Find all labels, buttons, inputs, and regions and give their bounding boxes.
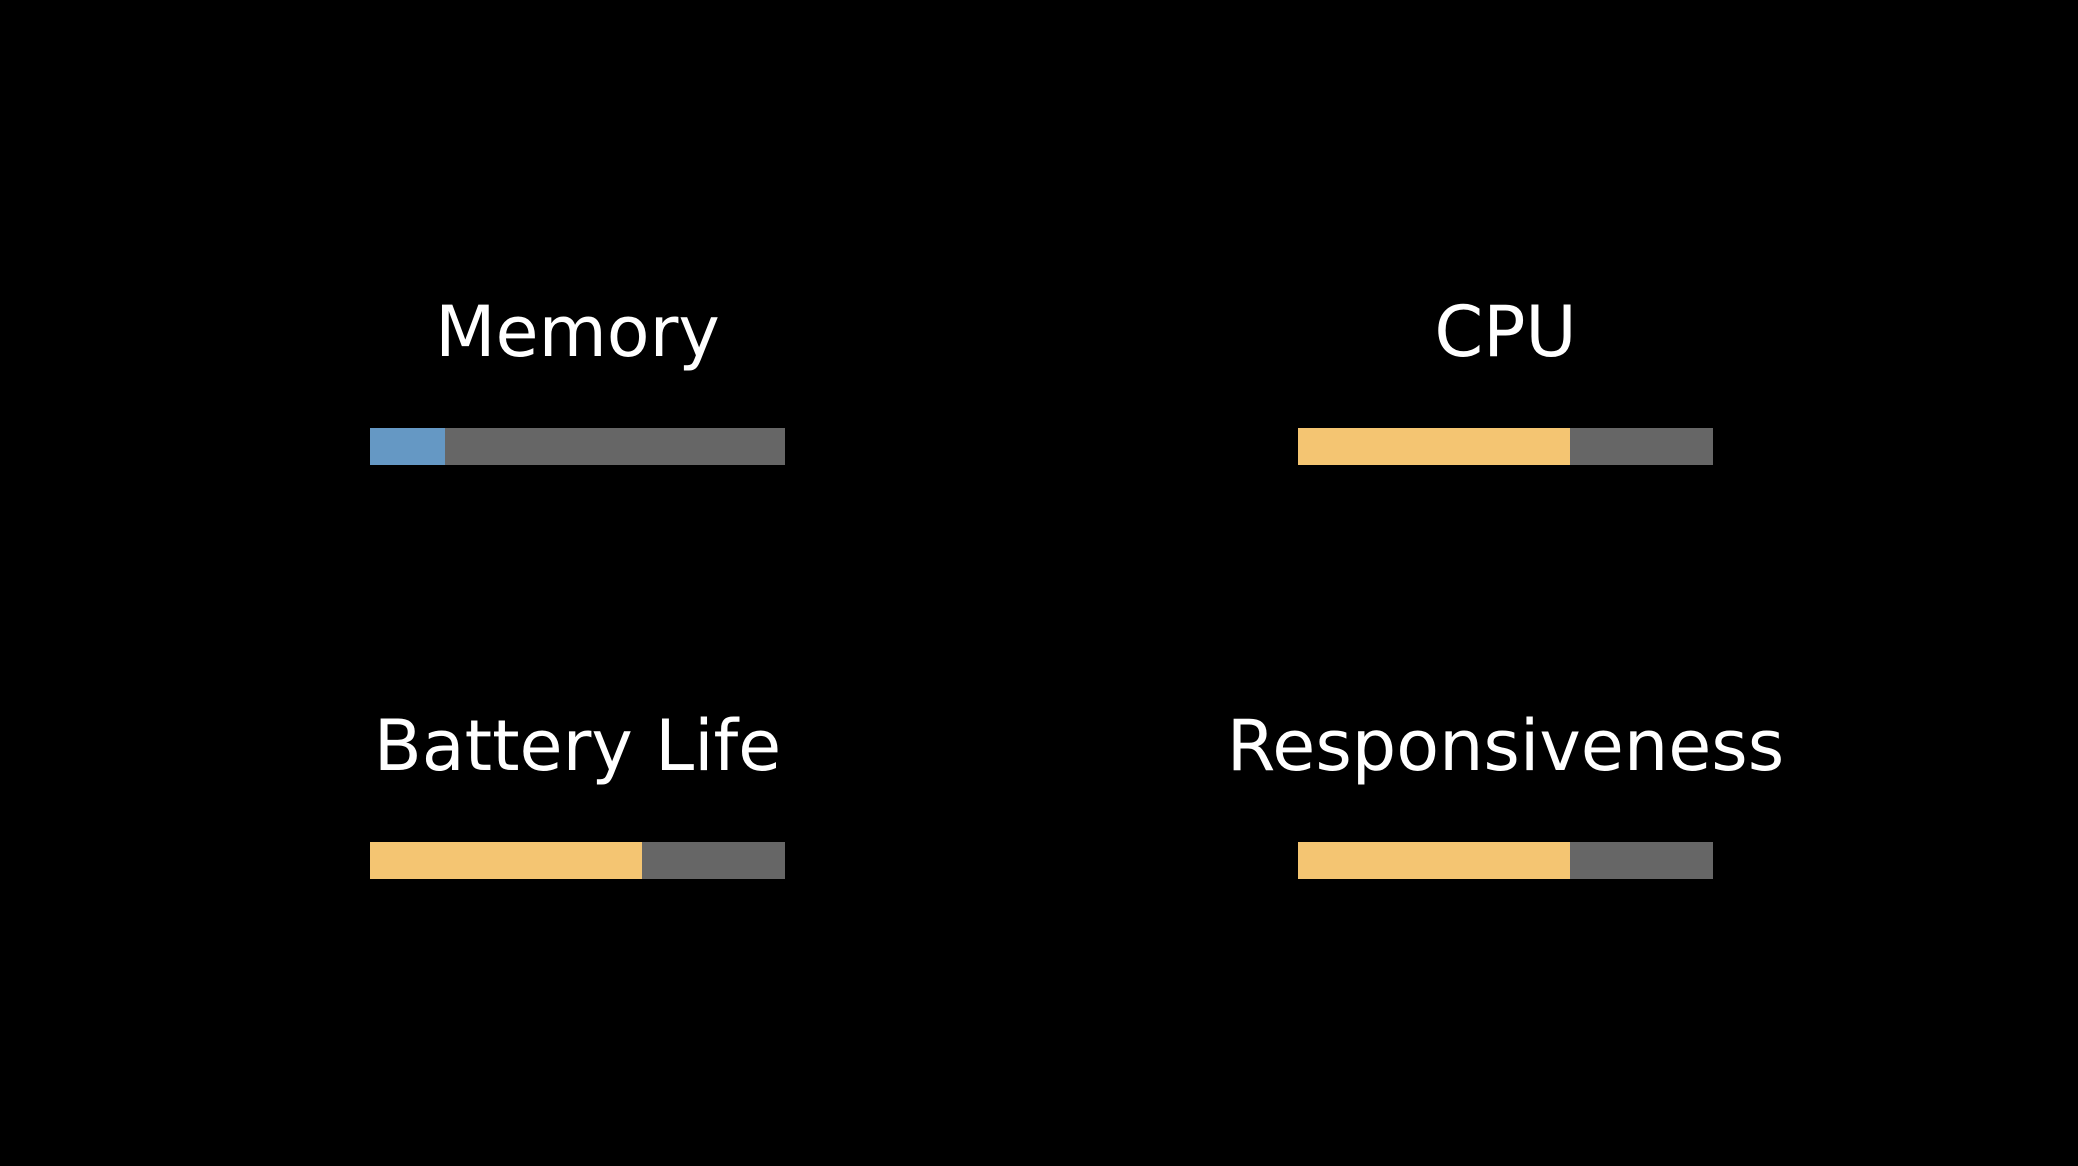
metric-battery-life: Battery Life <box>370 706 785 906</box>
metric-bar-cpu <box>1298 428 1713 465</box>
metric-bar-responsiveness <box>1298 842 1713 879</box>
metric-bar-memory <box>370 428 785 465</box>
metric-cpu: CPU <box>1298 292 1713 492</box>
metric-title-memory: Memory <box>435 291 720 373</box>
metric-fill-responsiveness <box>1298 842 1570 879</box>
metric-title-responsiveness: Responsiveness <box>1226 705 1785 787</box>
metric-fill-cpu <box>1298 428 1570 465</box>
metric-bar-battery-life <box>370 842 785 879</box>
metric-fill-battery-life <box>370 842 642 879</box>
metric-responsiveness: Responsiveness <box>1227 706 1784 906</box>
metric-title-battery-life: Battery Life <box>373 705 782 787</box>
metric-memory: Memory <box>370 292 785 492</box>
metric-title-cpu: CPU <box>1434 291 1577 373</box>
metric-fill-memory <box>370 428 445 465</box>
